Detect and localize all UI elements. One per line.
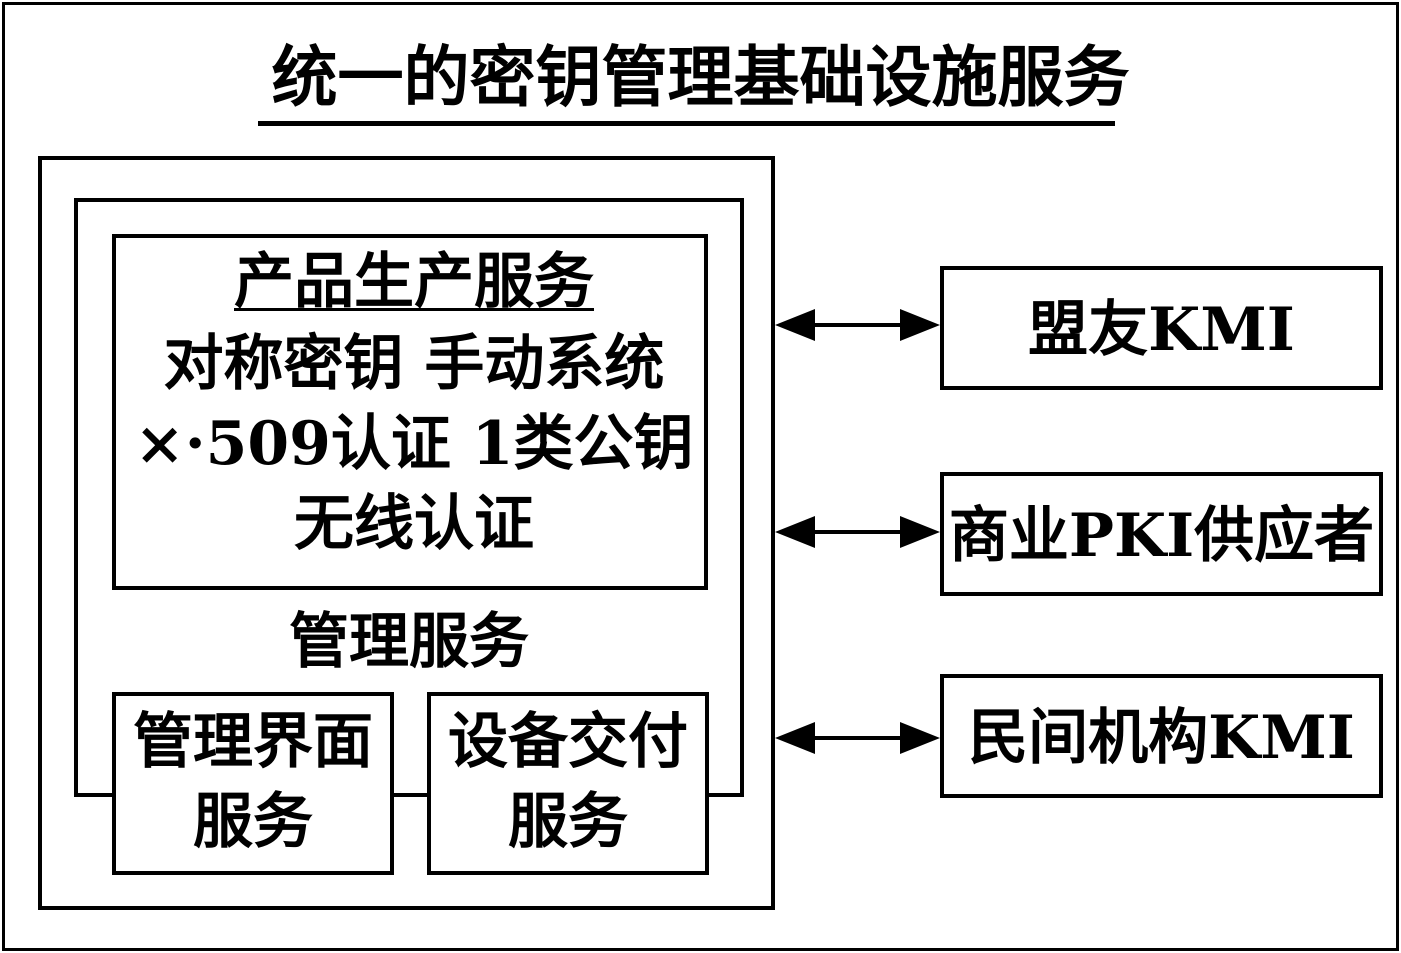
double-arrow-icon xyxy=(775,309,940,341)
ui-service-label: 管理界面 xyxy=(133,707,373,777)
title-underline xyxy=(258,121,1115,126)
delivery-service-label: 服务 xyxy=(508,787,628,857)
product-service-line: 无线认证 xyxy=(294,489,534,559)
double-arrow-icon xyxy=(775,516,940,548)
civil-kmi-label: 民间机构KMI xyxy=(968,703,1355,773)
product-service-line: 对称密钥 手动系统 xyxy=(163,329,665,399)
allied-kmi-box: 盟友KMI xyxy=(940,266,1383,390)
civil-agency-kmi-box: 民间机构KMI xyxy=(940,674,1383,798)
product-service-title: 产品生产服务 xyxy=(234,247,594,317)
management-container xyxy=(38,156,775,910)
product-service-line: ×·509认证 1类公钥 xyxy=(134,409,694,479)
commercial-pki-label: 商业PKI供应者 xyxy=(948,501,1375,571)
device-delivery-service-box: 设备交付 服务 xyxy=(427,692,709,875)
ui-service-label: 服务 xyxy=(193,787,313,857)
product-production-service-box: 产品生产服务 对称密钥 手动系统 ×·509认证 1类公钥 无线认证 xyxy=(112,234,708,590)
delivery-service-label: 设备交付 xyxy=(448,707,688,777)
management-inner-frame xyxy=(74,198,744,797)
diagram-title: 统一的密钥管理基础设施服务 xyxy=(271,38,1130,116)
management-service-title: 管理服务 xyxy=(289,607,529,677)
allied-kmi-label: 盟友KMI xyxy=(1028,295,1295,365)
commercial-pki-provider-box: 商业PKI供应者 xyxy=(940,472,1383,596)
management-ui-service-box: 管理界面 服务 xyxy=(112,692,394,875)
double-arrow-icon xyxy=(775,722,940,754)
